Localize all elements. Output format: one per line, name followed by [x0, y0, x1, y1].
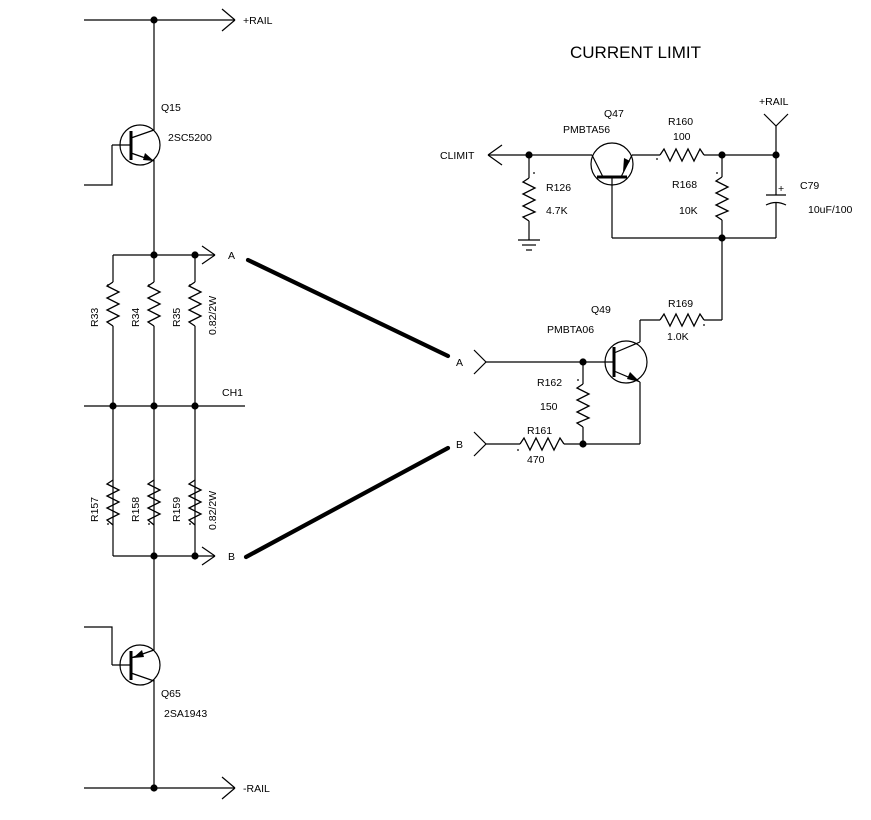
q49-ref: Q49: [591, 304, 611, 316]
r159-value: 0.82/2W: [207, 491, 219, 530]
c79-ref: C79: [800, 180, 819, 192]
r161-value: 470: [527, 454, 545, 466]
r126-ref: R126: [546, 182, 571, 194]
net-b-left: B: [201, 546, 235, 566]
q65-ref: Q65: [161, 688, 181, 700]
q47-part: PMBTA56: [563, 124, 610, 136]
c79-polarity: +: [778, 183, 784, 195]
q65-part: 2SA1943: [164, 708, 207, 720]
output-stage: +RAIL -RAIL Q15 2SC5200: [84, 8, 273, 800]
neg-rail-bottom: -RAIL: [84, 776, 270, 800]
r33-ref: R33: [89, 308, 101, 327]
resistor-r161: R161 470: [517, 425, 640, 466]
r158-ref: R158: [130, 497, 142, 522]
q49-part: PMBTA06: [547, 324, 594, 336]
r168-value: 10K: [679, 205, 698, 217]
link-line-b: [243, 445, 451, 560]
resistor-r169: R169 1.0K: [639, 298, 722, 343]
net-a-right: A: [456, 349, 614, 375]
diagram-title: CURRENT LIMIT: [570, 43, 701, 62]
r169-value: 1.0K: [667, 331, 689, 343]
r162-value: 150: [540, 401, 558, 413]
pos-rail-top: +RAIL: [84, 8, 273, 32]
ch1-label: CH1: [222, 387, 243, 399]
transistor-q49: Q49 PMBTA06: [547, 304, 648, 444]
net-b-right-label: B: [456, 439, 463, 451]
r126-value: 4.7K: [546, 205, 568, 217]
r169-ref: R169: [668, 298, 693, 310]
transistor-q47: Q47 PMBTA56: [563, 108, 634, 238]
c79-value: 10uF/100: [808, 204, 853, 216]
r160-value: 100: [673, 131, 691, 143]
resistor-r168: R168 10K: [672, 155, 730, 320]
r168-ref: R168: [672, 179, 697, 191]
transistor-q65: Q65 2SA1943: [84, 626, 207, 720]
net-a-left: A: [201, 245, 235, 265]
resistor-r160: R160 100: [632, 116, 780, 163]
r161-ref: R161: [527, 425, 552, 437]
net-b-right: B: [456, 431, 520, 457]
net-b-left-label: B: [228, 551, 235, 563]
net-a-left-label: A: [228, 250, 235, 262]
r35-value: 0.82/2W: [207, 296, 219, 335]
resistor-r126: R126 4.7K: [521, 155, 571, 240]
net-a-right-label: A: [456, 357, 463, 369]
pos-rail-right-label: +RAIL: [759, 96, 789, 108]
ground-icon: [518, 239, 540, 251]
q15-ref: Q15: [161, 102, 181, 114]
capacitor-c79: + C79 10uF/100: [765, 155, 853, 238]
q15-part: 2SC5200: [168, 132, 212, 144]
r162-ref: R162: [537, 377, 562, 389]
transistor-q15: Q15 2SC5200: [84, 102, 212, 186]
r34-ref: R34: [130, 308, 142, 327]
neg-rail-bottom-label: -RAIL: [243, 783, 270, 795]
pos-rail-top-label: +RAIL: [243, 15, 273, 27]
r160-ref: R160: [668, 116, 693, 128]
resistor-bank-bottom: R157 R158 R159 0.82/2W: [89, 479, 219, 560]
current-limit-circuit: +RAIL CLIMIT R126 4.7K: [440, 96, 853, 466]
link-line-a: [245, 257, 451, 359]
r159-ref: R159: [171, 497, 183, 522]
q47-ref: Q47: [604, 108, 624, 120]
r157-ref: R157: [89, 497, 101, 522]
ch1-bus: CH1: [84, 387, 245, 410]
pos-rail-right: +RAIL: [759, 96, 789, 155]
climit-output: CLIMIT: [440, 144, 592, 166]
climit-label: CLIMIT: [440, 150, 475, 162]
r35-ref: R35: [171, 308, 183, 327]
resistor-r162: R162 150: [537, 362, 591, 444]
